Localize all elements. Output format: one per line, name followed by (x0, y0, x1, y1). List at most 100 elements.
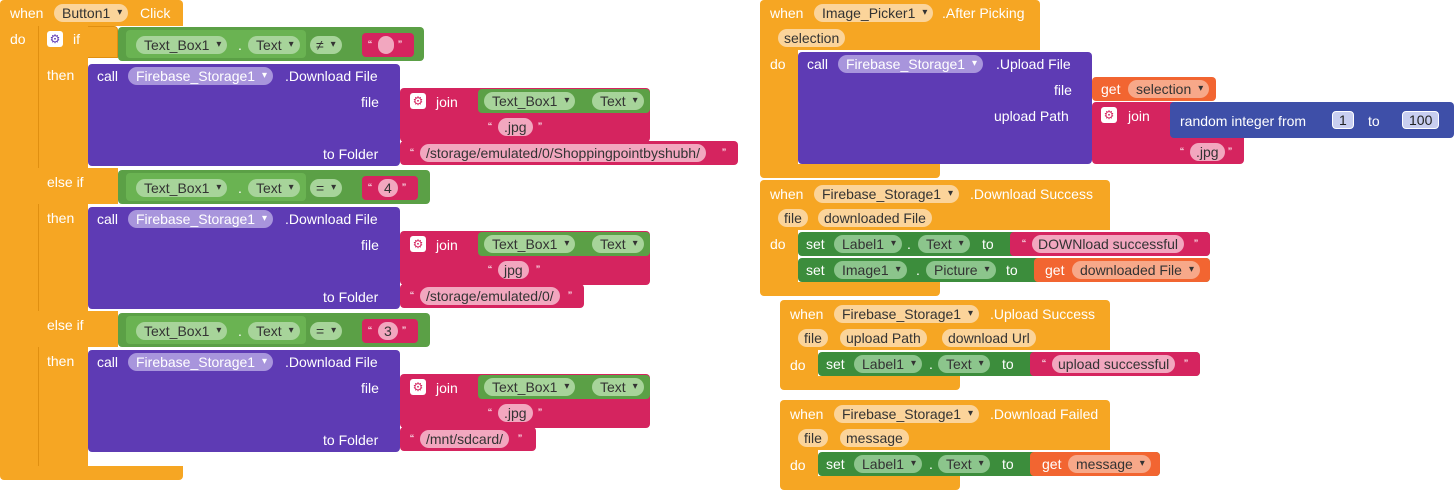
textbox-dropdown[interactable]: Text_Box1 (484, 378, 576, 396)
set-label: set (826, 356, 845, 372)
operator-dropdown[interactable]: ≠ (310, 36, 342, 54)
param-pill[interactable]: selection (778, 29, 846, 47)
path-literal[interactable]: /storage/emulated/0/ (420, 287, 560, 305)
property-dropdown[interactable]: Text (592, 235, 644, 253)
quote-close: ” (402, 181, 406, 195)
join-label: join (436, 380, 458, 396)
text-literal[interactable]: upload successful (1052, 355, 1176, 373)
text-literal[interactable]: jpg (498, 261, 529, 279)
property-dropdown[interactable]: Text (938, 355, 990, 373)
join-gear-icon[interactable]: ⚙ (410, 93, 426, 109)
if-label: if (73, 31, 80, 47)
component-dropdown[interactable]: Image1 (834, 261, 907, 279)
call-label: call (97, 354, 119, 370)
quote-open: “ (368, 38, 372, 52)
param-pill[interactable]: file (798, 329, 828, 347)
quote-close: ” (1184, 357, 1188, 371)
file-param-label: file (1054, 82, 1072, 98)
text-literal[interactable]: DOWNload successful (1032, 235, 1185, 253)
number-literal[interactable]: 1 (1332, 111, 1354, 129)
component-dropdown[interactable]: Button1 (54, 4, 129, 22)
param-pill[interactable]: upload Path (840, 329, 927, 347)
quote-open: “ (410, 289, 414, 303)
dot-separator: . (929, 456, 933, 472)
random-integer-label: random integer from (1180, 113, 1307, 129)
component-dropdown[interactable]: Firebase_Storage1 (834, 405, 980, 423)
quote-open: “ (368, 181, 372, 195)
quote-close: ” (1228, 145, 1232, 159)
to-label: to (982, 236, 994, 252)
file-param-label: file (361, 237, 379, 253)
param-pill[interactable]: file (798, 429, 828, 447)
text-literal[interactable]: 3 (378, 322, 398, 340)
text-literal[interactable] (378, 36, 394, 54)
method-name: .Upload File (996, 56, 1071, 72)
param-pill[interactable]: downloaded File (818, 209, 932, 227)
quote-open: “ (1042, 357, 1046, 371)
then-label-1: then (47, 67, 75, 83)
textbox-dropdown[interactable]: Text_Box1 (484, 92, 576, 110)
quote-close: ” (1194, 237, 1198, 251)
property-dropdown[interactable]: Text (592, 378, 644, 396)
storage-dropdown[interactable]: Firebase_Storage1 (128, 67, 274, 85)
do-label: do (770, 236, 786, 252)
join-gear-icon[interactable]: ⚙ (1101, 107, 1117, 123)
variable-dropdown[interactable]: downloaded File (1072, 261, 1200, 279)
text-literal[interactable]: 4 (378, 179, 398, 197)
text-literal[interactable]: .jpg (1190, 143, 1225, 161)
param-pill[interactable]: download Url (942, 329, 1036, 347)
method-name: .Download File (285, 354, 378, 370)
property-dropdown[interactable]: Text (918, 235, 970, 253)
property-dropdown[interactable]: Text (938, 455, 990, 473)
join-label: join (436, 94, 458, 110)
dot-separator: . (929, 356, 933, 372)
operator-dropdown[interactable]: = (310, 179, 343, 197)
storage-dropdown[interactable]: Firebase_Storage1 (128, 353, 274, 371)
component-dropdown[interactable]: Label1 (854, 355, 923, 373)
property-dropdown[interactable]: Text (592, 92, 644, 110)
event-name: Click (140, 5, 171, 21)
property-dropdown[interactable]: Picture (926, 261, 996, 279)
get-label: get (1042, 456, 1062, 472)
textbox-dropdown[interactable]: Text_Box1 (136, 36, 228, 54)
component-dropdown[interactable]: Label1 (854, 455, 923, 473)
set-label: set (806, 236, 825, 252)
call-label: call (807, 56, 829, 72)
variable-dropdown[interactable]: message (1068, 455, 1151, 473)
event-name: .Upload Success (990, 306, 1096, 322)
quote-close: ” (398, 38, 402, 52)
textbox-dropdown[interactable]: Text_Box1 (484, 235, 576, 253)
param-pill[interactable]: file (778, 209, 808, 227)
param-pill[interactable]: message (840, 429, 909, 447)
mutator-gear-icon[interactable]: ⚙ (47, 31, 63, 47)
quote-close: ” (568, 289, 572, 303)
storage-dropdown[interactable]: Firebase_Storage1 (128, 210, 274, 228)
text-literal[interactable]: .jpg (498, 404, 533, 422)
quote-open: “ (410, 146, 414, 160)
path-literal[interactable]: /mnt/sdcard/ (420, 430, 510, 448)
path-literal[interactable]: /storage/emulated/0/Shoppingpointbyshubh… (420, 144, 706, 162)
property-dropdown[interactable]: Text (248, 36, 300, 54)
do-label: do (790, 457, 806, 473)
then-label-2: then (47, 210, 75, 226)
component-dropdown[interactable]: Image_Picker1 (814, 4, 934, 22)
component-dropdown[interactable]: Label1 (834, 235, 903, 253)
component-dropdown[interactable]: Firebase_Storage1 (814, 185, 960, 203)
else-if-label-1: else if (47, 174, 84, 190)
dot-separator: . (916, 262, 920, 278)
file-param-label: file (361, 380, 379, 396)
join-gear-icon[interactable]: ⚙ (410, 236, 426, 252)
textbox-dropdown[interactable]: Text_Box1 (136, 322, 228, 340)
text-literal[interactable]: .jpg (498, 118, 533, 136)
when-label: when (770, 186, 804, 202)
variable-dropdown[interactable]: selection (1128, 80, 1210, 98)
join-gear-icon[interactable]: ⚙ (410, 379, 426, 395)
then-label-3: then (47, 353, 75, 369)
component-dropdown[interactable]: Firebase_Storage1 (834, 305, 980, 323)
storage-dropdown[interactable]: Firebase_Storage1 (838, 55, 984, 73)
operator-dropdown[interactable]: = (310, 322, 343, 340)
property-dropdown[interactable]: Text (248, 322, 300, 340)
number-literal[interactable]: 100 (1402, 111, 1440, 129)
property-dropdown[interactable]: Text (248, 179, 300, 197)
textbox-dropdown[interactable]: Text_Box1 (136, 179, 228, 197)
